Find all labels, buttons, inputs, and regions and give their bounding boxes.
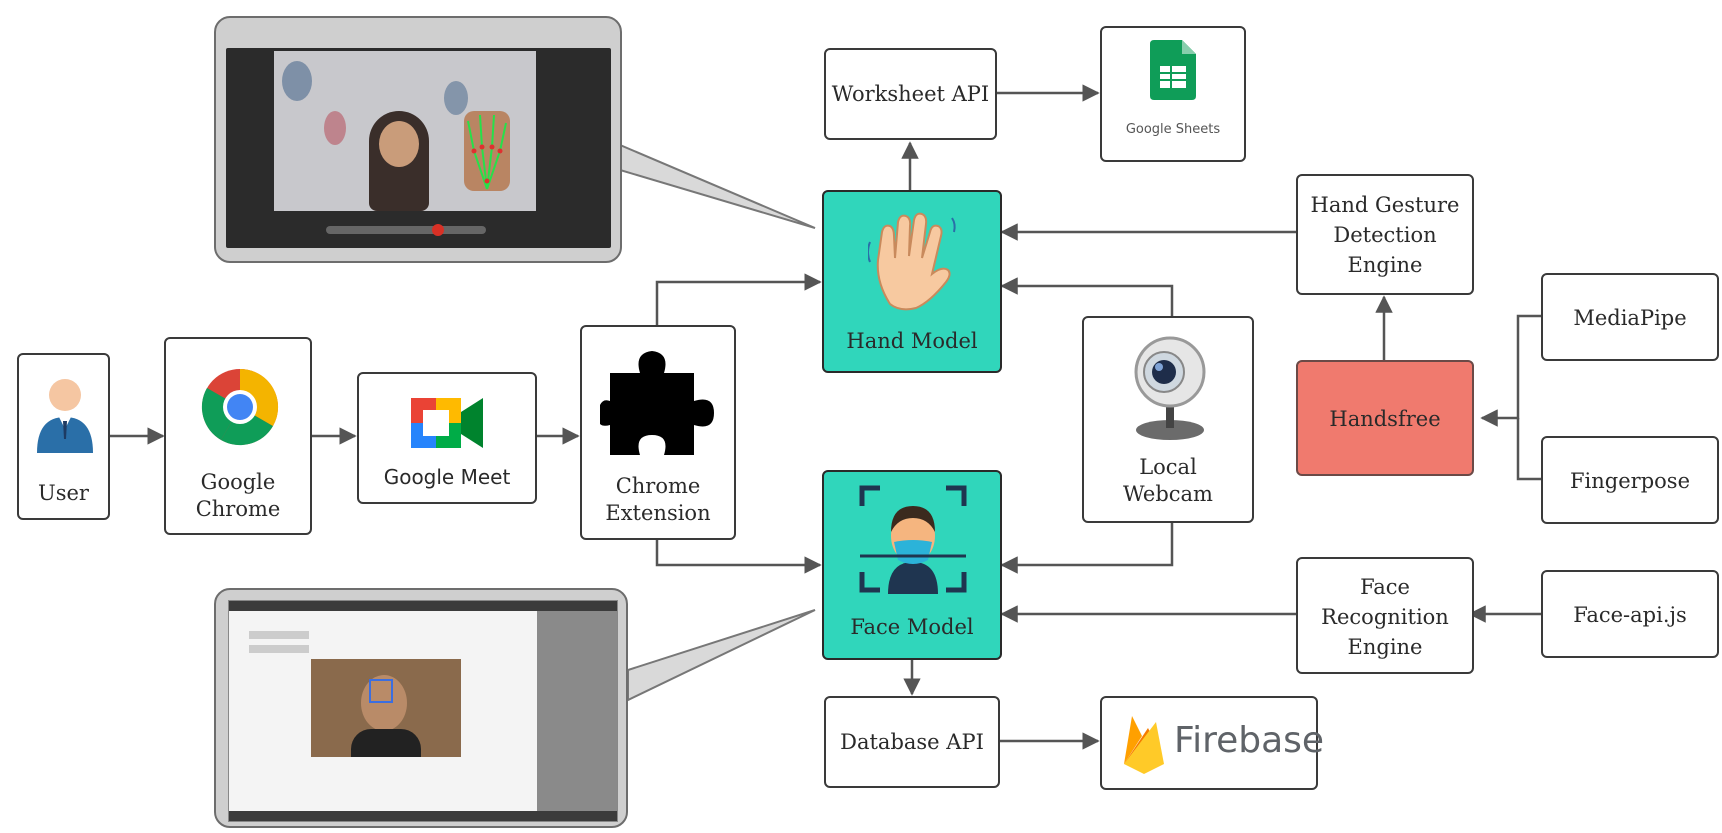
local-webcam-label: Local Webcam — [1123, 455, 1213, 506]
local-webcam-node: Local Webcam — [1082, 316, 1254, 523]
arrow-extension-hand — [655, 273, 822, 326]
hand-callout-wedge — [619, 143, 816, 229]
hand-tracking-screenshot — [214, 16, 622, 263]
fingerpose-node: Fingerpose — [1541, 436, 1719, 524]
face-scan-icon — [859, 485, 967, 594]
arrow-fingerpose-handsfree — [1516, 418, 1541, 481]
face-recognition-screenshot — [214, 588, 628, 828]
arrow-extension-face — [655, 538, 822, 574]
face-api-js-label: Face-api.js — [1573, 603, 1687, 627]
worksheet-api-label: Worksheet API — [831, 82, 990, 106]
google-sheets-label: Google Sheets — [1125, 122, 1221, 137]
hand-model-node: Hand Model — [822, 190, 1002, 373]
arrow-webcam-hand — [1000, 277, 1174, 318]
waving-hand-icon — [868, 212, 956, 311]
arrow-webcam-face — [1000, 523, 1174, 574]
fingerpose-label: Fingerpose — [1569, 469, 1690, 493]
arrow-mediapipe-handsfree — [1480, 314, 1541, 427]
hand-model-label: Hand Model — [846, 329, 978, 353]
face-api-js-node: Face-api.js — [1541, 570, 1719, 658]
face-recognition-engine-label: Face Recognition Engine — [1321, 575, 1449, 659]
mediapipe-node: MediaPipe — [1541, 273, 1719, 361]
google-meet-node: Google Meet — [357, 372, 537, 504]
google-chrome-node: Google Chrome — [164, 337, 312, 535]
webcam-icon — [1134, 336, 1206, 440]
handsfree-label: Handsfree — [1329, 407, 1441, 431]
google-chrome-label: Google Chrome — [195, 470, 281, 521]
chrome-logo-icon — [201, 368, 279, 446]
google-sheets-node: Google Sheets — [1100, 26, 1246, 162]
chrome-extension-node: Chrome Extension — [580, 325, 736, 540]
mediapipe-label: MediaPipe — [1573, 306, 1687, 330]
firebase-label: Firebase — [1174, 720, 1325, 761]
database-api-node: Database API — [824, 696, 1000, 788]
face-callout-wedge — [627, 609, 816, 702]
hand-gesture-engine-node: Hand Gesture Detection Engine — [1296, 174, 1474, 295]
user-node: User — [17, 353, 110, 520]
user-avatar-icon — [37, 379, 93, 453]
google-meet-logo-icon — [411, 398, 483, 448]
firebase-flame-icon — [1124, 716, 1164, 774]
database-api-label: Database API — [840, 730, 984, 754]
puzzle-piece-icon — [600, 351, 714, 455]
chrome-extension-label: Chrome Extension — [605, 474, 711, 525]
firebase-node: Firebase — [1100, 696, 1324, 790]
hand-gesture-engine-label: Hand Gesture Detection Engine — [1310, 193, 1460, 277]
worksheet-api-node: Worksheet API — [824, 48, 997, 140]
google-sheets-icon — [1150, 40, 1196, 100]
google-meet-label: Google Meet — [383, 465, 511, 489]
user-label: User — [38, 481, 89, 505]
handsfree-node: Handsfree — [1296, 360, 1474, 476]
face-model-node: Face Model — [822, 470, 1002, 660]
face-model-label: Face Model — [850, 615, 974, 639]
face-recognition-engine-node: Face Recognition Engine — [1296, 557, 1474, 674]
